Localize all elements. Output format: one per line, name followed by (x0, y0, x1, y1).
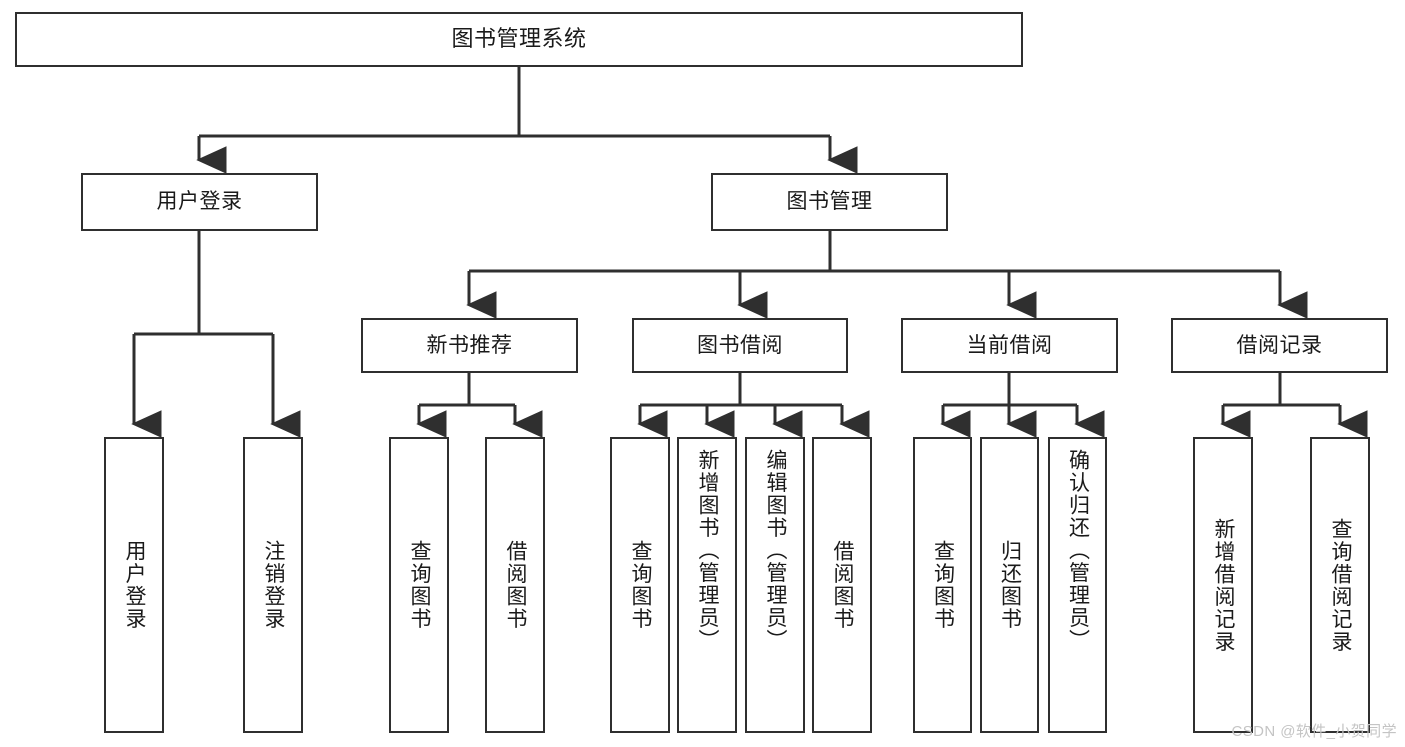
leaf-return-book-label: 归还图书 (998, 540, 1022, 630)
node-current-borrow-label: 当前借阅 (966, 333, 1053, 357)
leaf-borrow-book-1-label: 借阅图书 (504, 540, 528, 630)
leaf-logout[interactable]: 注销登录 (243, 437, 303, 733)
leaf-edit-book[interactable]: 编辑图书（管理员） (745, 437, 805, 733)
leaf-query-record-label: 查询借阅记录 (1329, 517, 1353, 653)
node-root-label: 图书管理系统 (451, 26, 587, 52)
node-book-manage-label: 图书管理 (786, 190, 873, 214)
leaf-query-book-1[interactable]: 查询图书 (389, 437, 449, 733)
node-user-login-label: 用户登录 (156, 190, 243, 214)
leaf-add-book-label: 新增图书（管理员） (696, 449, 720, 652)
node-book-borrow-label: 图书借阅 (697, 333, 783, 357)
node-root[interactable]: 图书管理系统 (15, 12, 1023, 67)
leaf-confirm-return[interactable]: 确认归还（管理员） (1048, 437, 1107, 733)
node-borrow-record[interactable]: 借阅记录 (1171, 318, 1388, 373)
leaf-query-record[interactable]: 查询借阅记录 (1310, 437, 1370, 733)
leaf-add-book[interactable]: 新增图书（管理员） (677, 437, 737, 733)
csdn-watermark: CSDN @软件_小贺同学 (1231, 723, 1397, 740)
node-new-book-recommend[interactable]: 新书推荐 (361, 318, 578, 373)
leaf-user-login-label: 用户登录 (123, 540, 147, 630)
node-user-login[interactable]: 用户登录 (81, 173, 318, 231)
leaf-logout-label: 注销登录 (262, 540, 286, 630)
leaf-query-book-2[interactable]: 查询图书 (610, 437, 670, 733)
node-new-book-recommend-label: 新书推荐 (426, 333, 513, 357)
leaf-return-book[interactable]: 归还图书 (980, 437, 1039, 733)
node-book-borrow[interactable]: 图书借阅 (632, 318, 848, 373)
leaf-query-book-3[interactable]: 查询图书 (913, 437, 972, 733)
leaf-confirm-return-label: 确认归还（管理员） (1066, 449, 1090, 652)
node-current-borrow[interactable]: 当前借阅 (901, 318, 1118, 373)
leaf-query-book-2-label: 查询图书 (629, 540, 653, 630)
leaf-query-book-3-label: 查询图书 (931, 540, 955, 630)
leaf-add-record[interactable]: 新增借阅记录 (1193, 437, 1253, 733)
node-borrow-record-label: 借阅记录 (1236, 333, 1323, 357)
leaf-query-book-1-label: 查询图书 (408, 540, 432, 630)
leaf-borrow-book-2[interactable]: 借阅图书 (812, 437, 872, 733)
leaf-user-login[interactable]: 用户登录 (104, 437, 164, 733)
leaf-borrow-book-1[interactable]: 借阅图书 (485, 437, 545, 733)
node-book-manage[interactable]: 图书管理 (711, 173, 948, 231)
leaf-edit-book-label: 编辑图书（管理员） (764, 449, 788, 652)
leaf-borrow-book-2-label: 借阅图书 (831, 540, 855, 630)
leaf-add-record-label: 新增借阅记录 (1212, 517, 1236, 653)
